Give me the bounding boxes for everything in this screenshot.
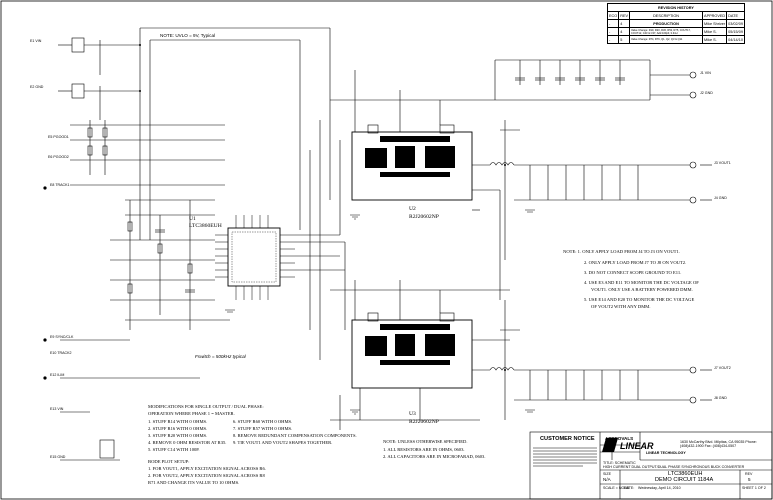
- rev-header: DATE: [726, 11, 745, 20]
- company-name: LINEAR TECHNOLOGY: [646, 451, 686, 455]
- rev-row: -5 Value Change: R74, R76, Q1, Q2, Q3 & …: [606, 35, 745, 44]
- size-label: SIZE: [603, 472, 611, 476]
- company-address: 1630 McCarthy Blvd. Milpitas, CA 95035 P…: [680, 440, 757, 449]
- u3-ref: U3: [409, 411, 416, 417]
- left-terminal: E13 VIN: [50, 407, 64, 411]
- svg-text:LINEAR: LINEAR: [620, 441, 654, 451]
- sheet-number: SHEET 1 OF 2: [742, 486, 766, 490]
- rev-header: ECO: [606, 11, 620, 20]
- customer-notice-text: [533, 446, 597, 472]
- left-terminal: E2 GND: [30, 85, 44, 89]
- u2-part: R2J20602NP: [409, 214, 439, 220]
- revision-title: REVISION HISTORY: [607, 3, 745, 12]
- right-terminal: J1 VIN: [700, 71, 711, 75]
- date-value: Wednesday, April 14, 2010: [638, 486, 681, 490]
- fswitch-note: Fswitch = 500kHz typical: [195, 354, 246, 359]
- rev-header: DESCRIPTION: [629, 11, 704, 20]
- date-label: DATE:: [624, 486, 635, 490]
- linear-logo: LINEAR: [602, 438, 654, 452]
- left-terminal: E10 TRACK2: [50, 351, 72, 355]
- u1-ref: U1: [189, 216, 196, 222]
- approvals-title: APPROVALS: [605, 436, 634, 441]
- description: HIGH CURRENT DUAL OUTPUT/DUAL PHASE SYNC…: [603, 465, 745, 469]
- left-terminal: E8 TRACK1: [50, 183, 70, 187]
- part-number: LTC3860EUH: [668, 471, 703, 477]
- left-terminal: E9 SYNC/CLK: [50, 335, 74, 339]
- right-terminal: J2 GND: [700, 91, 713, 95]
- size-value: N/A: [603, 477, 611, 482]
- u2-ref: U2: [409, 206, 416, 212]
- demo-circuit: DEMO CIRCUIT 1184A: [655, 477, 714, 483]
- left-terminal: E12 ILIM: [50, 373, 65, 377]
- scale: SCALE = NONE: [603, 486, 630, 490]
- rev-header: REV: [618, 11, 631, 20]
- customer-notice-title: CUSTOMER NOTICE: [540, 436, 595, 442]
- left-terminal: E1 VIN: [30, 39, 42, 43]
- left-terminal: E5 PGOOD1: [48, 135, 69, 139]
- right-terminal: J4 GND: [714, 196, 727, 200]
- right-terminal: J7 VOUT2: [714, 366, 731, 370]
- u1-part: LTC3860EUH: [189, 223, 222, 229]
- rev-value: 5: [748, 477, 751, 482]
- title-label: TITLE: SCHEMATIC: [603, 461, 636, 465]
- left-terminal: E6 PGOOD2: [48, 155, 69, 159]
- right-terminal: J8 GND: [714, 396, 727, 400]
- right-terminal: J3 VOUT1: [714, 161, 731, 165]
- uvlo-note: NOTE: UVLO = 9V, Typical: [160, 33, 216, 38]
- rev-header: APPROVED: [702, 11, 728, 20]
- revision-history-table: REVISION HISTORY ECO REV DESCRIPTION APP…: [606, 3, 745, 44]
- u3-part: R2J20602NP: [409, 419, 439, 425]
- left-terminal: E15 GND: [50, 455, 66, 459]
- rev-label: REV: [745, 472, 753, 476]
- rev-row: -4 Value Change: R19, R20, R36, R53, R75…: [606, 27, 745, 36]
